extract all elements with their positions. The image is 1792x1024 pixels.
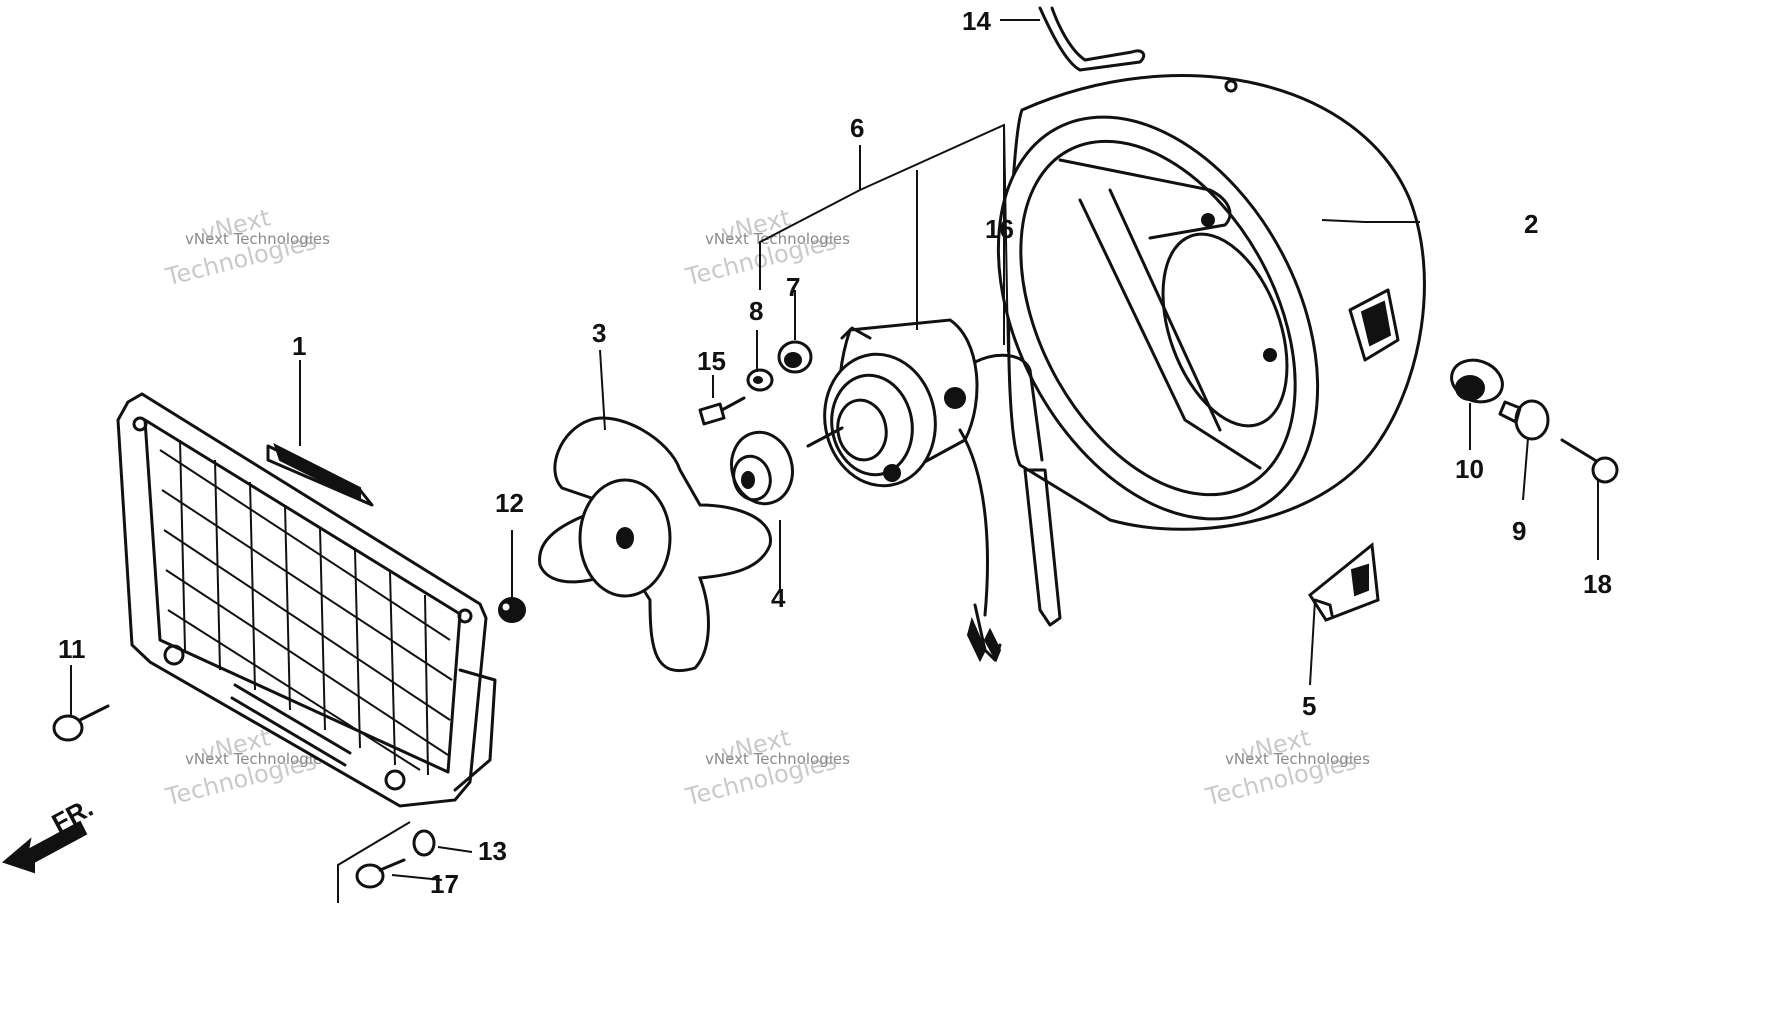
part-label-16: 16 (985, 214, 1014, 244)
part-label-2: 2 (1524, 209, 1538, 239)
collar (777, 340, 813, 374)
part-label-11: 11 (58, 634, 86, 664)
part-label-9: 9 (1512, 516, 1526, 546)
part-label-15: 15 (697, 346, 726, 376)
grille-plate (116, 392, 497, 808)
watermark-text: vNext Technologies (705, 750, 850, 768)
watermark-text: vNext Technologies (705, 230, 850, 248)
cable (958, 353, 1062, 663)
leader-lines (70, 19, 1599, 903)
part-label-6: 6 (850, 113, 864, 143)
grommet (1450, 358, 1504, 404)
washer (412, 829, 436, 857)
watermark-text: vNext Technologies (1225, 750, 1370, 768)
bolt (355, 858, 406, 889)
bolt (698, 396, 746, 426)
bushing (730, 430, 794, 506)
part-label-12: 12 (495, 488, 524, 518)
fan-motor (806, 318, 979, 488)
bolt (1560, 438, 1619, 484)
part-label-18: 18 (1583, 569, 1612, 599)
part-label-17: 17 (430, 869, 459, 899)
front-direction-arrow: FR. (1, 792, 98, 874)
part-label-1: 1 (292, 331, 306, 361)
part-label-13: 13 (478, 836, 507, 866)
part-label-3: 3 (592, 318, 606, 348)
part-label-7: 7 (786, 272, 800, 302)
part-label-10: 10 (1455, 454, 1484, 484)
collar (1498, 399, 1550, 441)
part-label-4: 4 (771, 583, 786, 613)
part-label-5: 5 (1302, 691, 1316, 721)
watermark-text: vNext Technologies (185, 750, 330, 768)
fan-shroud (996, 74, 1426, 531)
bolt (52, 704, 110, 742)
part-label-8: 8 (749, 296, 763, 326)
washer (746, 368, 774, 392)
front-direction-label: FR. (47, 792, 98, 838)
part-labels: 1 2 3 4 5 6 7 8 9 10 11 12 13 14 15 16 1… (58, 6, 1612, 899)
bracket (1308, 542, 1380, 622)
grille-cells (159, 439, 453, 776)
nut (498, 597, 526, 623)
clip (1038, 6, 1146, 72)
watermark-text: vNext Technologies (185, 230, 330, 248)
fan-blade (538, 416, 772, 673)
part-label-14: 14 (962, 6, 991, 36)
